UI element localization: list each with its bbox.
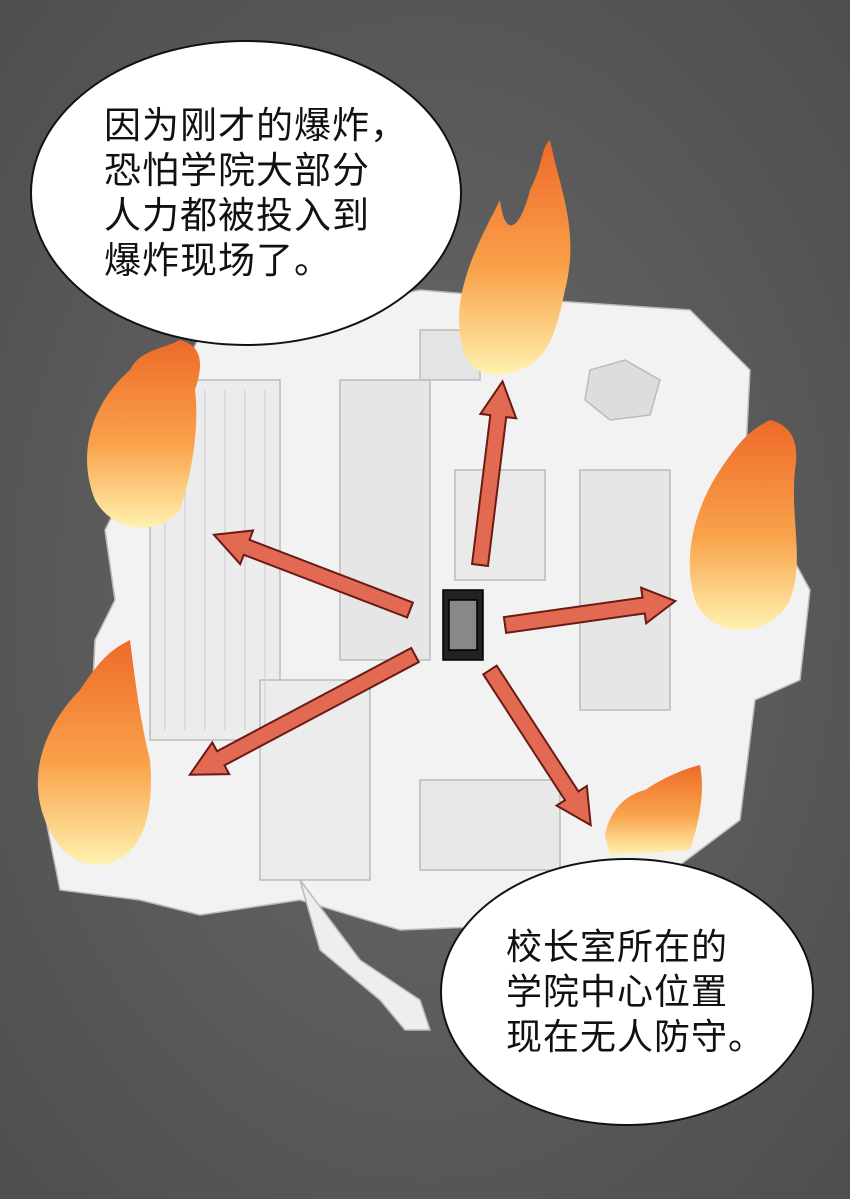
speech-bubble-top	[30, 40, 462, 346]
speech-bubble-top-text: 因为刚才的爆炸， 恐怕学院大部分 人力都被投入到 爆炸现场了。	[104, 103, 408, 283]
arrows	[187, 379, 678, 827]
arrow-right	[502, 586, 678, 635]
bubble-line: 人力都被投入到	[104, 194, 370, 237]
bubble-line: 因为刚才的爆炸，	[104, 104, 408, 147]
flame-left-lower	[37, 640, 151, 865]
flame-left-upper	[87, 340, 200, 528]
academy-building	[39, 289, 811, 1031]
flame-top	[459, 140, 571, 375]
arrow-right-down	[481, 664, 592, 827]
arrow-left-down	[187, 646, 421, 776]
arrow-left-up	[211, 529, 415, 619]
flame-right	[689, 420, 797, 630]
flame-bottom-right	[605, 765, 702, 855]
bubble-line: 学院中心位置	[506, 972, 729, 1013]
speech-bubble-bottom	[440, 858, 814, 1126]
arrow-up	[470, 379, 518, 568]
flames	[37, 140, 797, 865]
bubble-line: 恐怕学院大部分	[104, 149, 370, 192]
speech-bubble-bottom-text: 校长室所在的 学院中心位置 现在无人防守。	[506, 925, 765, 1060]
bubble-line: 现在无人防守。	[506, 1017, 766, 1058]
bubble-line: 爆炸现场了。	[104, 239, 332, 282]
bubble-line: 校长室所在的	[506, 927, 729, 968]
